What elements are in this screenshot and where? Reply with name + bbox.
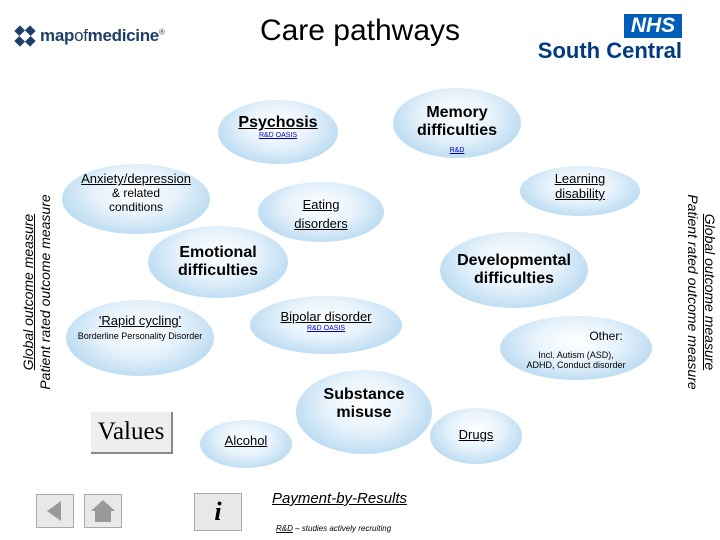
anxiety-bubble[interactable]: [62, 164, 210, 234]
psychosis-research-link[interactable]: R&D OASIS: [258, 132, 298, 140]
left-outcome-measures: Global outcome measure Patient rated out…: [20, 102, 54, 482]
right-global-outcome: Global outcome measure: [702, 213, 718, 371]
memory-label[interactable]: Memory difficulties: [416, 104, 497, 140]
back-button[interactable]: [36, 494, 74, 528]
right-patient-outcome: Patient rated outcome measure: [685, 194, 701, 390]
substance-label[interactable]: Substance misuse: [323, 386, 405, 422]
nhs-badge: NHS: [624, 14, 682, 38]
rapid-cycling-bubble[interactable]: [66, 300, 214, 376]
other-label: Other:: [589, 329, 623, 343]
payment-by-results-link[interactable]: Payment-by-Results: [272, 490, 408, 507]
eating-bubble[interactable]: [258, 182, 384, 242]
developmental-bubble[interactable]: [440, 232, 588, 308]
logo-text: mapofmedicine®: [40, 26, 165, 45]
substance-bubble[interactable]: [296, 370, 432, 454]
drugs-bubble[interactable]: [430, 408, 522, 464]
alcohol-bubble[interactable]: [200, 420, 292, 468]
emotional-bubble[interactable]: [148, 226, 288, 298]
bipolar-node[interactable]: Bipolar disorder R&D OASIS: [250, 309, 402, 333]
map-of-medicine-logo: mapofmedicine®: [14, 24, 165, 48]
bipolar-label[interactable]: Bipolar disorder: [280, 309, 372, 324]
memory-bubble[interactable]: [393, 88, 521, 158]
learning-bubble[interactable]: [520, 166, 640, 216]
nhs-logo: NHS South Central: [532, 10, 682, 63]
eating-label[interactable]: Eating disorders: [294, 197, 348, 231]
bipolar-research-link[interactable]: R&D OASIS: [306, 324, 346, 332]
page-title: Care pathways: [259, 14, 461, 47]
home-icon: [91, 500, 115, 522]
other-sub-2[interactable]: ADHD, Conduct disorder: [526, 360, 626, 371]
rapid-cycling-sub: Borderline Personality Disorder: [77, 330, 203, 341]
memory-node[interactable]: Memory difficulties R&D: [393, 104, 521, 155]
psychosis-label[interactable]: Psychosis: [238, 114, 318, 131]
drugs-label[interactable]: Drugs: [458, 427, 494, 442]
right-outcome-measures: Global outcome measure Patient rated out…: [684, 102, 718, 482]
info-button[interactable]: i: [194, 493, 242, 531]
left-patient-outcome: Patient rated outcome measure: [37, 194, 53, 390]
bipolar-bubble[interactable]: [250, 296, 402, 354]
left-global-outcome: Global outcome measure: [20, 213, 36, 371]
info-icon: i: [214, 497, 222, 526]
nhs-region: South Central: [537, 38, 682, 63]
home-button[interactable]: [84, 494, 122, 528]
psychosis-node[interactable]: Psychosis R&D OASIS: [218, 114, 338, 140]
other-node[interactable]: Other: Incl. Autism (ASD), ADHD, Conduct…: [500, 329, 652, 371]
alcohol-label[interactable]: Alcohol: [224, 433, 268, 448]
map-of-medicine-mark-icon: [14, 25, 36, 47]
rd-note-link[interactable]: R&D: [276, 524, 293, 533]
memory-research-link[interactable]: R&D: [449, 146, 465, 154]
rapid-cycling-node[interactable]: 'Rapid cycling' Borderline Personality D…: [66, 313, 214, 341]
rapid-cycling-label[interactable]: 'Rapid cycling': [98, 313, 182, 328]
anxiety-label[interactable]: Anxiety/depression: [81, 171, 191, 186]
anxiety-sub: & related conditions: [108, 185, 164, 214]
rd-note: R&D – studies actively recruiting: [276, 524, 391, 533]
emotional-label[interactable]: Emotional difficulties: [177, 244, 258, 280]
learning-label[interactable]: Learning disability: [554, 171, 606, 201]
values-button[interactable]: Values: [91, 412, 173, 454]
other-bubble[interactable]: [500, 316, 652, 380]
other-sub-1[interactable]: Incl. Autism (ASD),: [538, 349, 614, 360]
anxiety-node[interactable]: Anxiety/depression & related conditions: [62, 171, 210, 215]
psychosis-bubble[interactable]: [218, 100, 338, 164]
developmental-label[interactable]: Developmental difficulties: [457, 252, 571, 288]
back-arrow-icon: [47, 501, 61, 521]
rd-note-text: – studies actively recruiting: [292, 524, 392, 533]
